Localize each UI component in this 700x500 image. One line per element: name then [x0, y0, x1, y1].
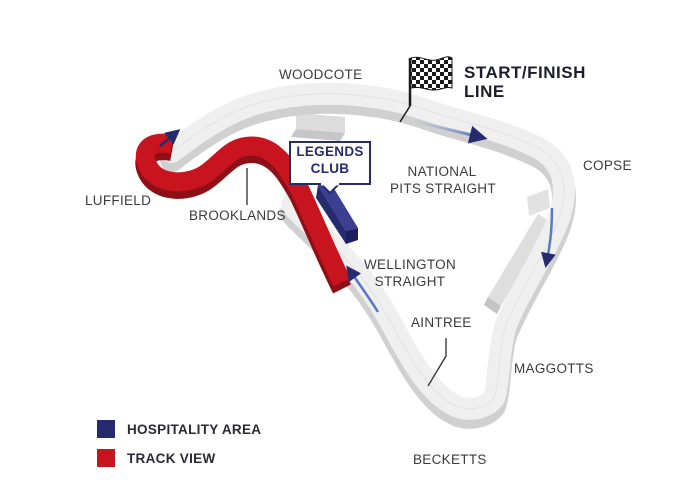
label-luffield: LUFFIELD: [85, 193, 152, 208]
label-national-line1: NATIONAL: [407, 164, 477, 179]
legend-hospitality-label: HOSPITALITY AREA: [127, 421, 262, 437]
start-finish-label: START/FINISH LINE: [464, 63, 586, 101]
legends-club-callout: LEGENDS CLUB: [289, 141, 371, 185]
hospitality-swatch: [97, 420, 115, 438]
legends-club-line2: CLUB: [310, 161, 350, 176]
direction-arrow-icon: [346, 265, 380, 313]
label-wellington-straight: WELLINGTON STRAIGHT: [362, 256, 458, 290]
track-view-section: [135, 133, 351, 294]
legend-track-view-label: TRACK VIEW: [127, 450, 216, 466]
label-wellington-line1: WELLINGTON: [363, 257, 456, 272]
callout-pointer: [318, 183, 342, 195]
leader-lines: [246, 168, 447, 387]
hospitality-building: [316, 182, 358, 244]
label-national-line2: PITS STRAIGHT: [390, 181, 496, 196]
label-maggotts: MAGGOTTS: [514, 361, 594, 376]
legend-track-view: TRACK VIEW: [97, 449, 216, 467]
label-copse: COPSE: [583, 158, 632, 173]
start-finish-line1: START/FINISH: [464, 63, 586, 82]
grandstands: [291, 113, 551, 314]
label-brooklands: BROOKLANDS: [189, 208, 286, 223]
track-view-swatch: [97, 449, 115, 467]
label-aintree: AINTREE: [411, 315, 472, 330]
track-edge: [171, 93, 565, 410]
direction-arrow-icon: [409, 118, 488, 144]
direction-arrow-icon: [540, 207, 556, 268]
checkered-flag-icon: [399, 56, 453, 123]
label-national-pits-straight: NATIONAL PITS STRAIGHT: [390, 163, 496, 197]
direction-arrows: [159, 118, 556, 313]
direction-arrow-icon: [159, 129, 181, 147]
label-woodcote: WOODCOTE: [279, 67, 363, 82]
start-finish-line2: LINE: [464, 82, 505, 101]
label-becketts: BECKETTS: [413, 452, 487, 467]
legend-hospitality: HOSPITALITY AREA: [97, 420, 261, 438]
label-wellington-line2: STRAIGHT: [374, 274, 446, 289]
legends-club-line1: LEGENDS: [296, 144, 364, 159]
